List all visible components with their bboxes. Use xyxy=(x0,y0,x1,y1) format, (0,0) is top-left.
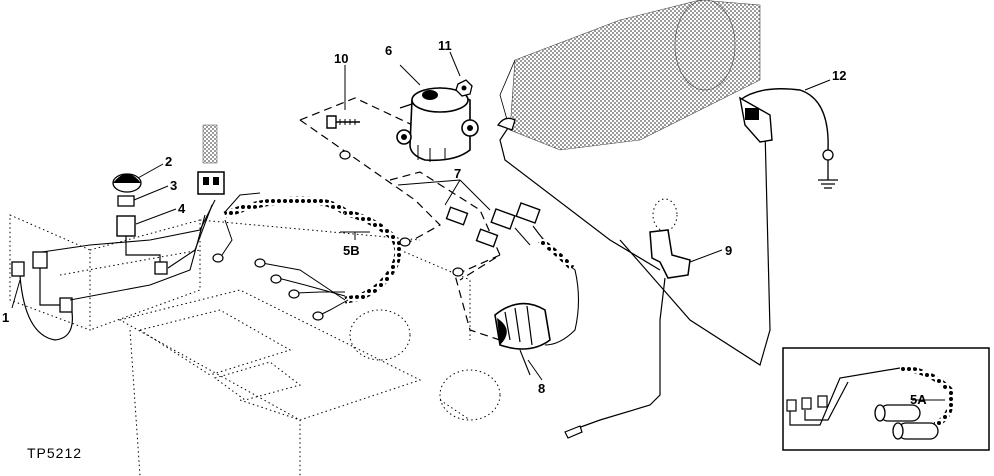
callout-6: 6 xyxy=(385,43,392,58)
harness-wires-left xyxy=(41,171,225,301)
relays-7 xyxy=(445,202,580,346)
grommet-outline xyxy=(202,124,218,164)
ground-cable-12 xyxy=(739,88,838,189)
bolt-10 xyxy=(326,115,360,129)
leader-lines xyxy=(11,51,945,401)
solenoid-6 xyxy=(396,87,479,162)
washers xyxy=(339,150,351,160)
callout-7: 7 xyxy=(454,166,461,181)
figure-id: TP5212 xyxy=(27,445,82,461)
actuator-8 xyxy=(494,302,551,376)
callout-8: 8 xyxy=(538,381,545,396)
callout-9: 9 xyxy=(725,243,732,258)
switch-1 xyxy=(11,251,73,341)
starter-motor-outline xyxy=(499,0,761,151)
callout-labels: 1 2 3 4 5B 6 7 8 9 10 11 12 5A xyxy=(2,38,927,407)
inset-harness-5a xyxy=(782,347,990,451)
callout-11: 11 xyxy=(438,38,452,53)
tractor-body-outline xyxy=(9,198,678,476)
callout-5b: 5B xyxy=(343,243,360,258)
clip-9 xyxy=(564,229,691,439)
callout-2: 2 xyxy=(165,154,172,169)
nut-11 xyxy=(455,79,473,97)
lamp-2 xyxy=(112,173,142,193)
harness-5b xyxy=(212,192,464,321)
socket-4 xyxy=(116,215,168,275)
callout-1: 1 xyxy=(2,310,9,325)
callout-5a: 5A xyxy=(910,392,927,407)
lens-ring-3 xyxy=(117,195,135,207)
callout-3: 3 xyxy=(170,178,177,193)
callout-10: 10 xyxy=(334,51,348,66)
callout-4: 4 xyxy=(178,201,186,216)
callout-12: 12 xyxy=(832,68,846,83)
